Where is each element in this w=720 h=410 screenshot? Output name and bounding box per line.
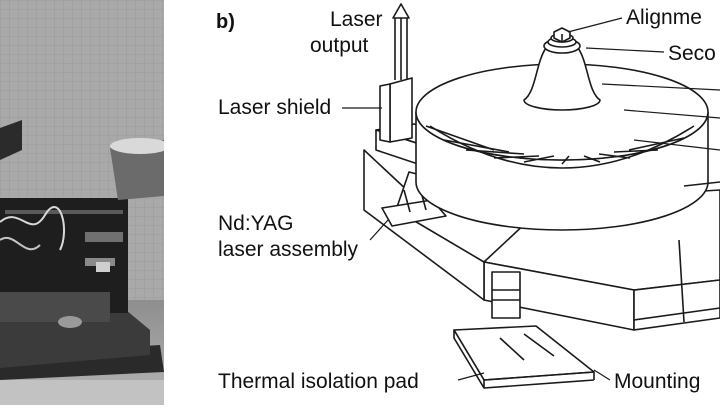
label-mounting: Mounting — [614, 370, 700, 393]
secondary-mirror-cone — [523, 47, 601, 111]
instrument-photo — [0, 0, 164, 405]
label-laser-output-line2: output — [310, 34, 369, 57]
label-ndyag-line1: Nd:YAG — [218, 212, 293, 235]
label-secondary: Seco — [668, 42, 716, 65]
panel-letter: b) — [216, 11, 235, 33]
diagram-panel: b) Laser output Laser shield Nd:YAG lase… — [164, 0, 720, 405]
label-ndyag-line2: laser assembly — [218, 238, 359, 261]
label-thermal-pad: Thermal isolation pad — [218, 370, 419, 393]
label-alignment: Alignme — [626, 6, 702, 29]
thermal-pad-left — [381, 199, 447, 227]
photo-mirror-body — [110, 140, 164, 200]
leader-lines — [342, 17, 720, 381]
label-laser-output-line1: Laser — [330, 8, 383, 31]
instrument-drawing — [363, 3, 720, 389]
label-laser-shield: Laser shield — [218, 96, 331, 119]
photo-mirror-rim — [110, 138, 164, 154]
laser-shield — [389, 77, 413, 143]
photo-lower-box — [0, 292, 110, 322]
